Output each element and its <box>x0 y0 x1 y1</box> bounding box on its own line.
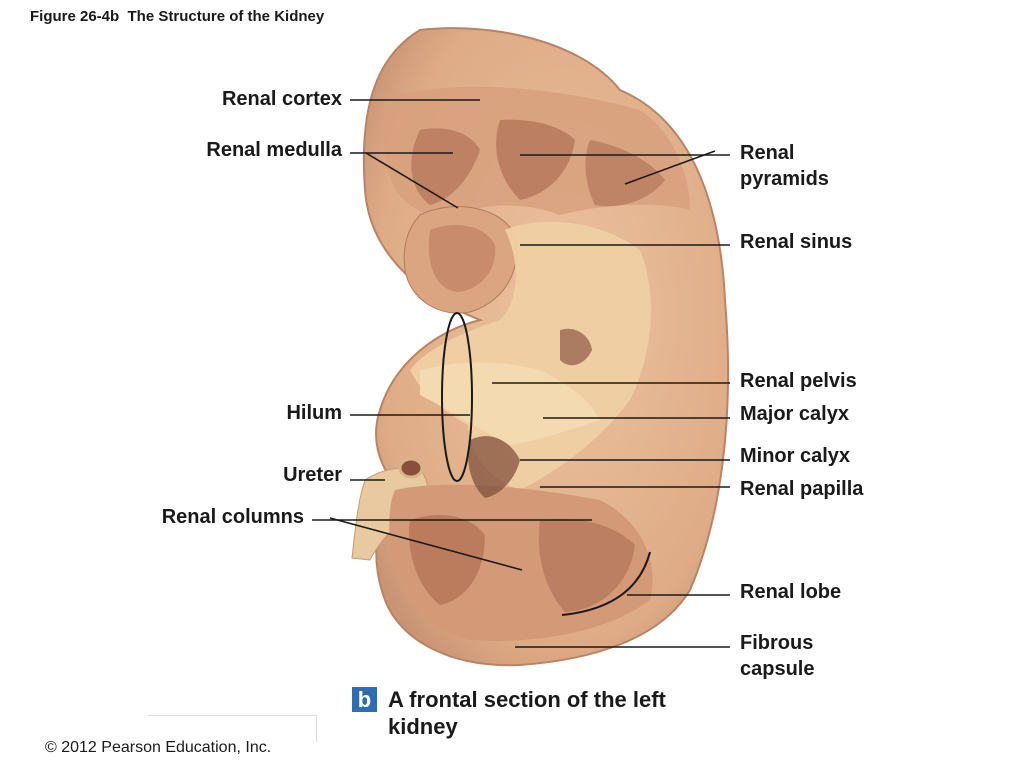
caption-box <box>148 715 317 742</box>
pyramid-lower-left <box>409 515 485 605</box>
label-minor-calyx: Minor calyx <box>740 445 851 467</box>
leader-renal-pyramids-b <box>624 150 716 185</box>
label-fibrous-capsule: Fibrous capsule <box>740 632 815 680</box>
label-renal-lobe: Renal lobe <box>740 581 842 603</box>
pyramid-upper-left <box>411 128 480 205</box>
calyx-shadow <box>468 436 520 498</box>
label-hilum: Hilum <box>286 402 342 424</box>
copyright: © 2012 Pearson Education, Inc. <box>45 739 272 756</box>
label-renal-sinus: Renal sinus <box>740 231 853 253</box>
label-renal-pelvis: Renal pelvis <box>740 370 857 392</box>
label-renal-cortex: Renal cortex <box>221 88 342 110</box>
pyramid-upper-mid <box>496 119 575 200</box>
leader-renal-columns-b <box>329 517 523 571</box>
label-renal-columns: Renal columns <box>161 506 304 528</box>
ureter-opening <box>398 457 424 479</box>
caption-text: A frontal section of the left kidney <box>388 687 666 739</box>
renal-lobe-arc <box>561 551 651 616</box>
label-major-calyx: Major calyx <box>740 403 849 425</box>
label-renal-medulla: Renal medulla <box>206 139 342 161</box>
upper-lobe-inner <box>428 225 496 292</box>
pyramid-upper-right <box>585 140 665 207</box>
leader-renal-medulla-b <box>365 152 459 209</box>
sinus-shadow <box>560 328 592 366</box>
pyramid-lower-right <box>538 518 635 612</box>
label-renal-pyramids: Renal pyramids <box>740 142 829 190</box>
caption-badge: b <box>352 687 377 712</box>
label-renal-papilla: Renal papilla <box>740 478 864 500</box>
figure-title: Figure 26-4b The Structure of the Kidney <box>30 8 325 25</box>
hilum-ring <box>441 312 473 482</box>
label-ureter: Ureter <box>283 464 342 486</box>
